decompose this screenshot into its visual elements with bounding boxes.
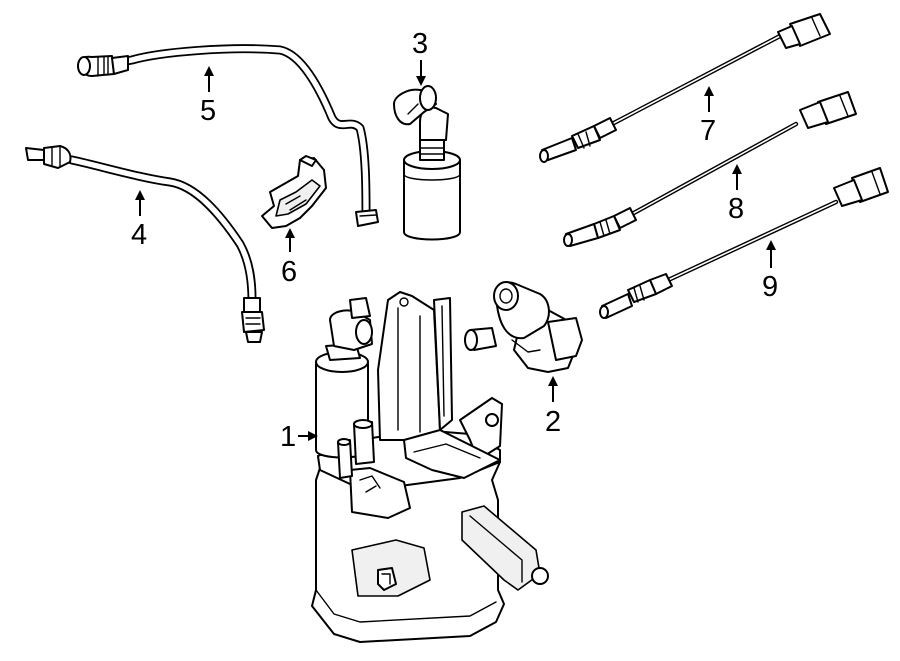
- callout-4: 4: [131, 190, 147, 251]
- callout-7-label: 7: [700, 115, 716, 147]
- callout-1-arrowhead: [308, 431, 318, 441]
- part-5-hose[interactable]: [77, 44, 379, 227]
- callout-7-arrowhead: [704, 86, 714, 96]
- callout-8-arrowhead: [732, 164, 742, 174]
- part-1-canister[interactable]: [311, 291, 549, 643]
- callout-3-label: 3: [412, 28, 428, 60]
- callout-1: 1: [280, 421, 318, 453]
- callout-8: 8: [728, 164, 744, 225]
- part-9-sensor[interactable]: [599, 167, 889, 319]
- part-6-bracket[interactable]: [261, 155, 327, 229]
- part-8-sensor[interactable]: [563, 91, 857, 247]
- callout-6: 6: [281, 228, 297, 288]
- callout-2-label: 2: [545, 406, 561, 438]
- callout-5: 5: [200, 66, 216, 127]
- callout-9-label: 9: [762, 271, 778, 303]
- part-2-valve[interactable]: [464, 281, 583, 373]
- part-7-sensor[interactable]: [539, 13, 831, 163]
- callout-9-arrowhead: [766, 240, 776, 250]
- callout-1-label: 1: [280, 421, 296, 453]
- callout-2: 2: [545, 376, 561, 438]
- callout-3: 3: [412, 28, 428, 86]
- callout-7: 7: [700, 86, 716, 147]
- part-3-filter[interactable]: [393, 85, 461, 241]
- callout-5-label: 5: [200, 95, 216, 127]
- callout-3-arrowhead: [416, 76, 426, 86]
- callout-6-label: 6: [281, 256, 297, 288]
- callout-4-arrowhead: [135, 190, 145, 200]
- callout-8-label: 8: [728, 193, 744, 225]
- callout-5-arrowhead: [204, 66, 214, 76]
- part-4-hose[interactable]: [25, 145, 265, 343]
- callout-4-label: 4: [131, 219, 147, 251]
- callout-9: 9: [762, 240, 778, 303]
- callout-2-arrowhead: [548, 376, 558, 386]
- callout-6-arrowhead: [285, 228, 295, 238]
